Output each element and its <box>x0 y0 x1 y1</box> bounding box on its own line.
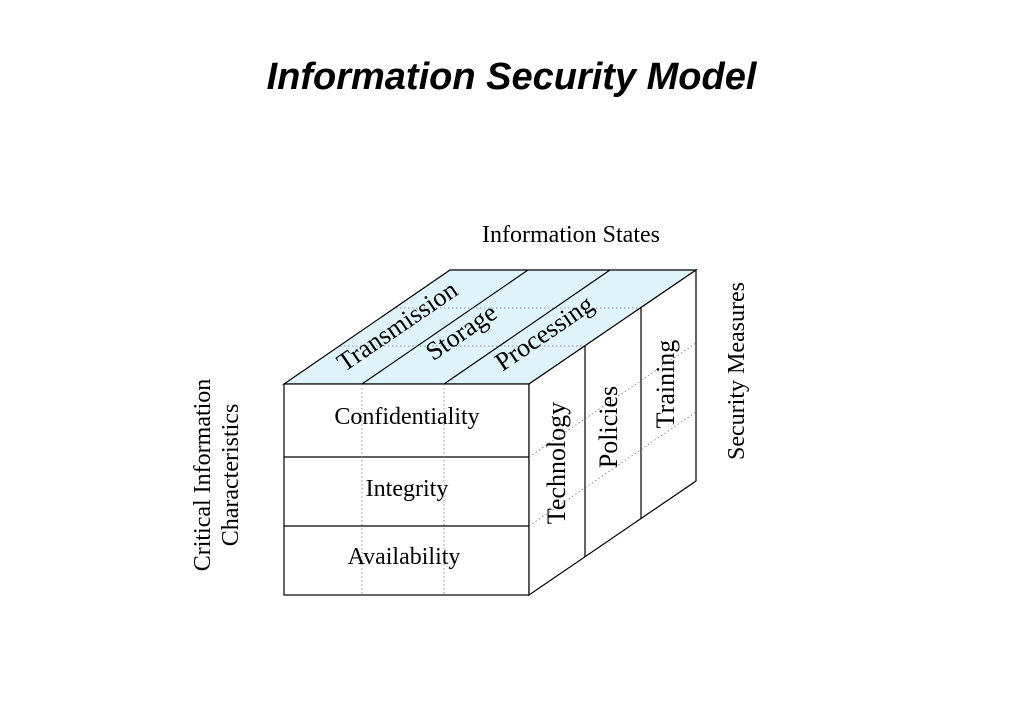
characteristic-confidentiality: Confidentiality <box>334 404 479 430</box>
measure-technology: Technology <box>542 402 571 524</box>
page-title: Information Security Model <box>266 56 757 98</box>
cube-front-face <box>283 383 530 596</box>
front-face-dotted-lines <box>361 384 445 595</box>
right-face-dotted-lines <box>528 342 697 527</box>
critical-information-label-line2: Characteristics <box>218 404 244 547</box>
cube-right-face <box>528 268 697 597</box>
top-face-dividers <box>361 269 611 385</box>
right-face-column-dividers <box>584 308 642 557</box>
measure-policies: Policies <box>594 386 623 468</box>
characteristic-availability: Availability <box>348 544 461 570</box>
security-measures-label: Security Measures <box>724 282 750 460</box>
critical-information-label-line1: Critical Information <box>190 379 216 572</box>
top-face-dotted-lines <box>340 307 640 347</box>
information-states-label: Information States <box>482 222 660 248</box>
measure-training: Training <box>651 340 680 429</box>
characteristic-integrity: Integrity <box>366 476 449 502</box>
front-face-row-dividers <box>284 456 529 527</box>
